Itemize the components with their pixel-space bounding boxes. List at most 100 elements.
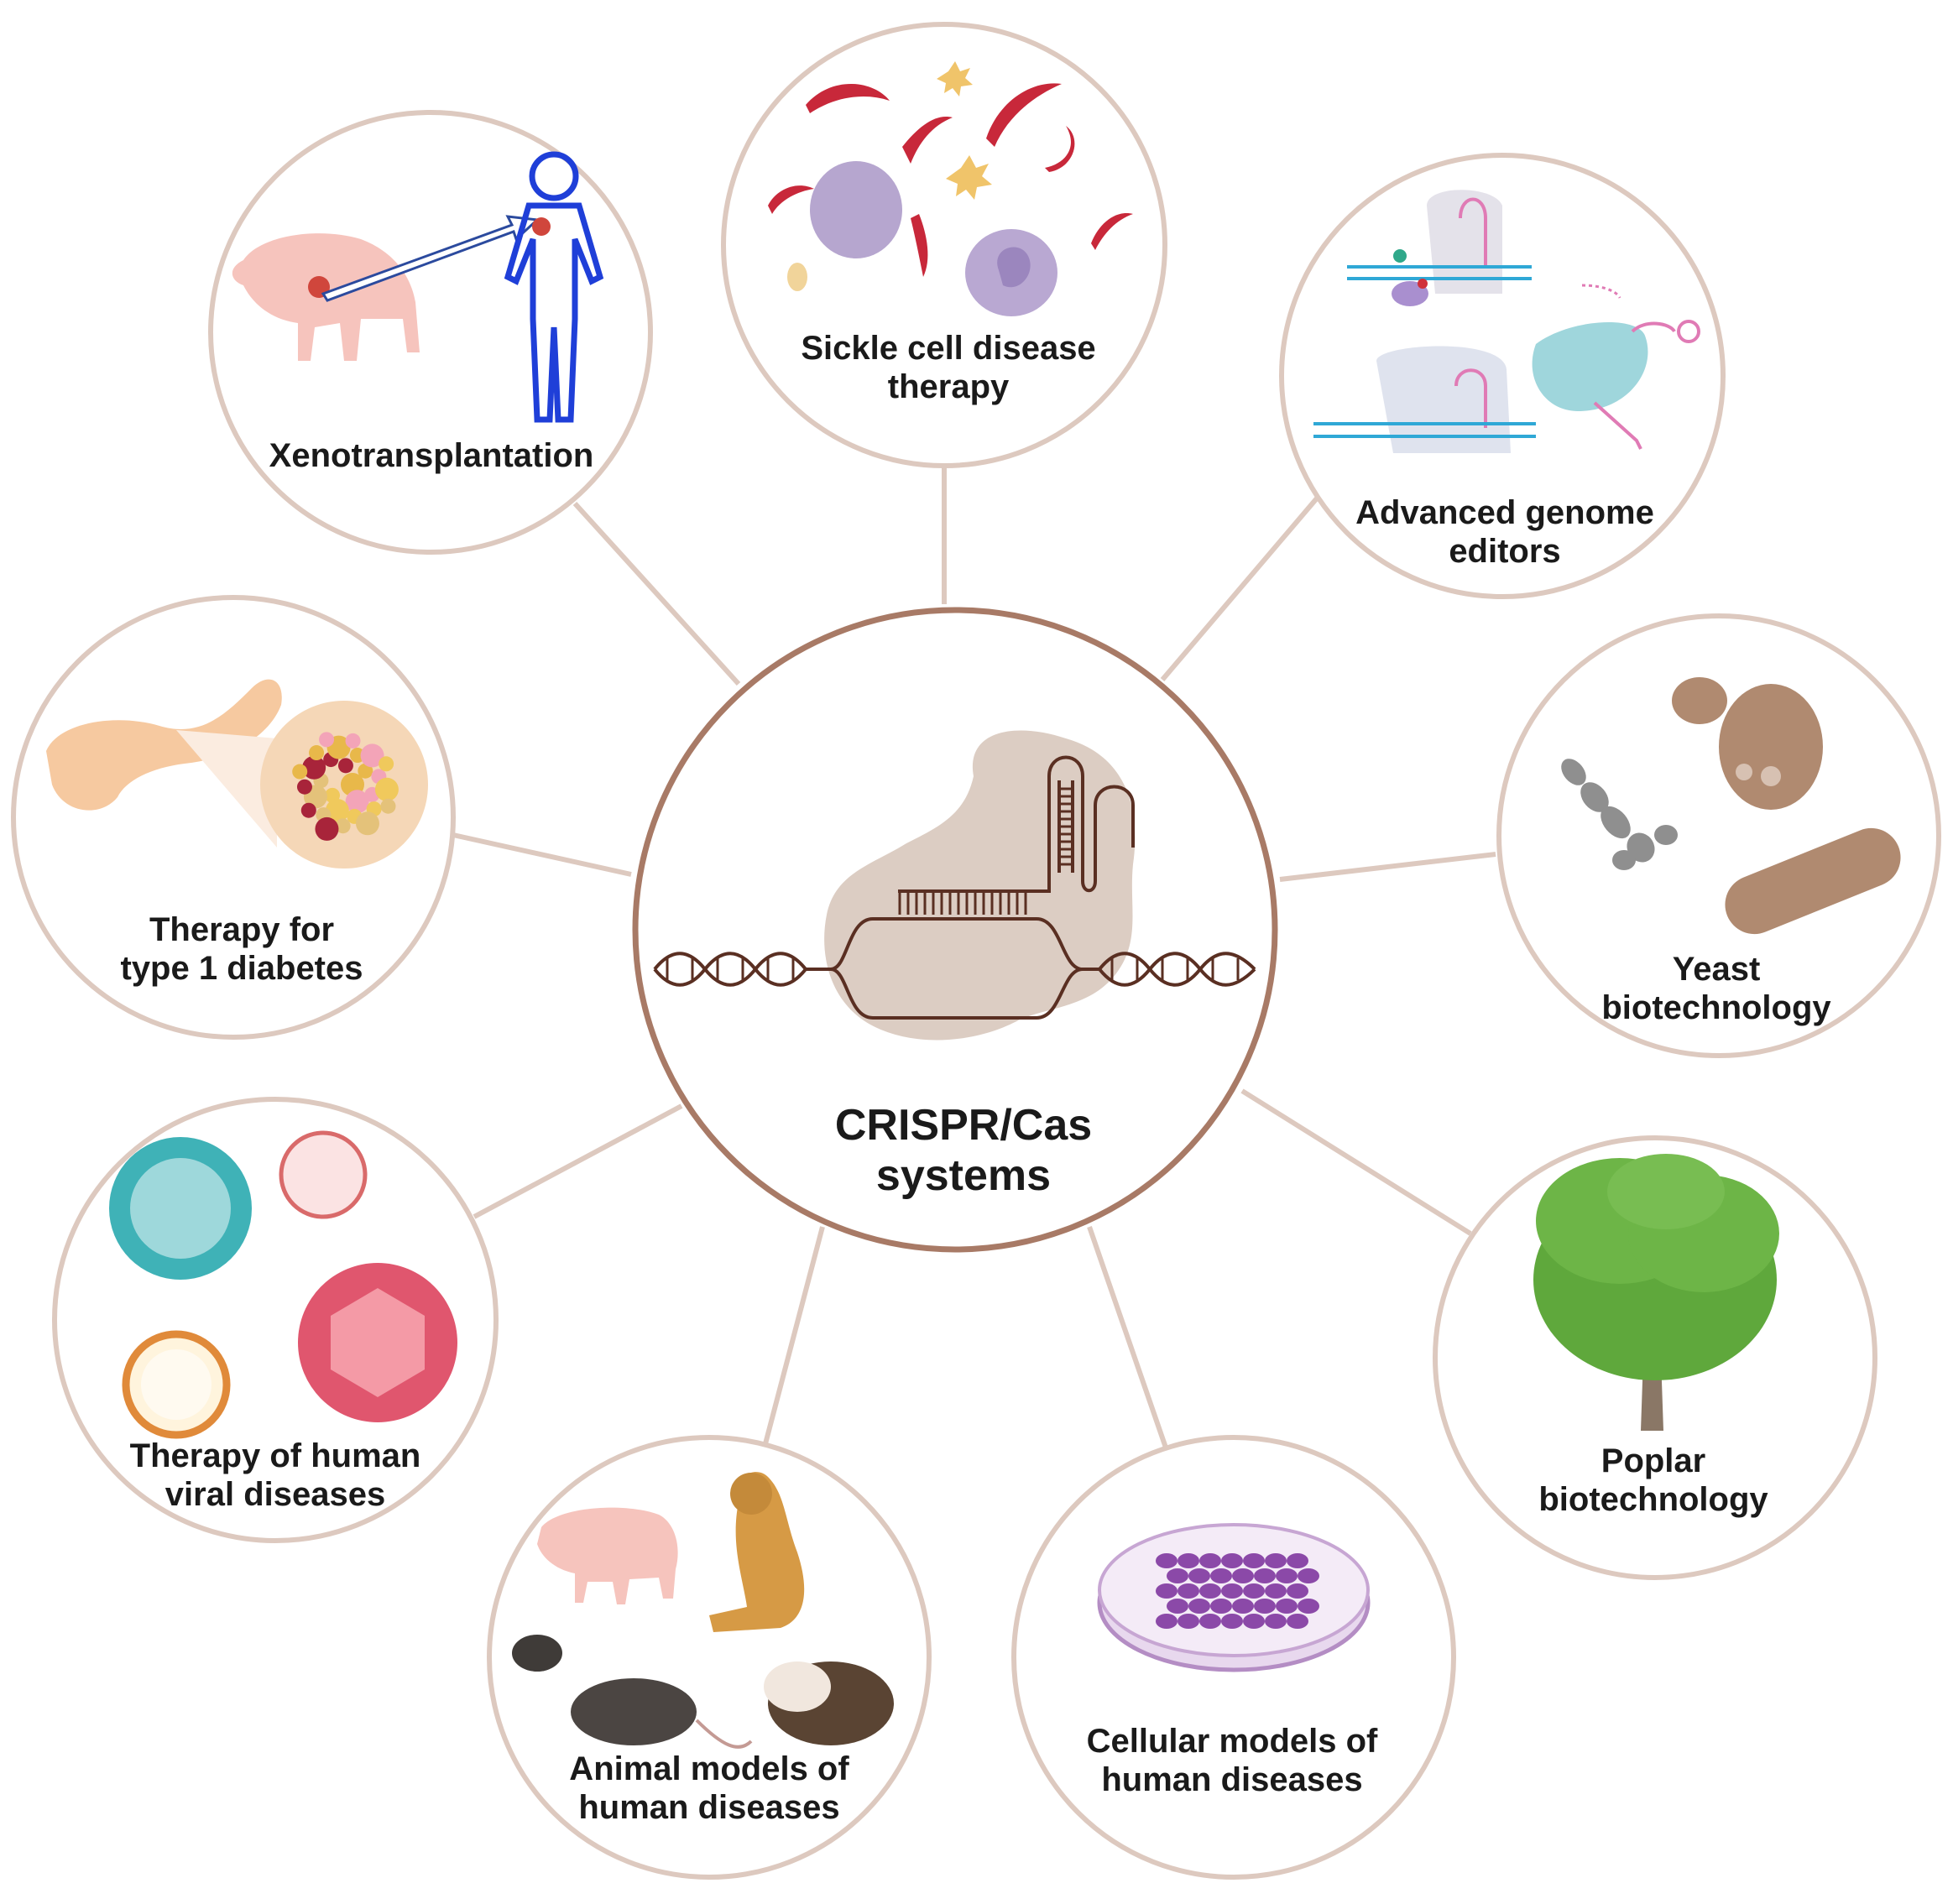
islet-cell [345,733,361,749]
cultured-cell [1178,1583,1199,1599]
cas-protein-dna-icon [653,730,1256,1041]
center-title: CRISPR/Cas systems [835,1101,1092,1202]
label-sickle: Sickle cell disease therapy [801,329,1095,406]
cultured-cell [1156,1583,1178,1599]
label-sickle-line2: therapy [887,368,1010,405]
label-xeno-line1: Xenotransplantation [269,437,594,474]
label-yeast-line1: Yeast [1672,951,1761,988]
cas-protein-shape [824,730,1136,1041]
cultured-cell [1210,1568,1232,1583]
label-cellular-line1: Cellular models of [1086,1723,1378,1760]
cultured-cell [1243,1614,1265,1629]
label-viral: Therapy of human viral diseases [130,1437,421,1514]
label-editors-line1: Advanced genome [1355,494,1654,531]
ring-yeast [1496,613,1941,1058]
cultured-cell [1199,1614,1221,1629]
cultured-cell [1210,1599,1232,1614]
label-poplar-line1: Poplar [1601,1442,1706,1479]
cultured-cell [1287,1553,1308,1568]
connector-cellular [1087,1226,1169,1451]
cultured-cell [1276,1599,1298,1614]
tree-icon [1533,1154,1779,1431]
cultured-cell [1167,1568,1188,1583]
islet-cell [302,755,326,780]
islet-cell [374,777,399,801]
connector-diabetes [452,832,632,877]
model-animals-icon [512,1472,894,1749]
cultured-cell [1156,1614,1178,1629]
center-title-line2: systems [875,1150,1052,1200]
connector-yeast [1279,852,1496,882]
cultured-cell [1221,1614,1243,1629]
connector-viral [473,1103,683,1219]
label-editors-line2: editors [1449,533,1561,570]
cultured-cell [1265,1553,1287,1568]
genome-editor-complexes-icon [1313,190,1700,453]
cultured-cell [1199,1583,1221,1599]
connector-animal [761,1226,825,1451]
ring-sickle [721,22,1167,468]
virus-particles-icon [109,1130,457,1439]
label-diabetes-line2: type 1 diabetes [120,950,363,987]
islet-cell [355,811,379,836]
pancreas-islet-icon [46,679,428,869]
cultured-cell [1254,1568,1276,1583]
connector-xeno [572,501,741,686]
cultured-cell [1232,1599,1254,1614]
label-animal-line1: Animal models of [569,1750,849,1787]
cultured-cell [1199,1553,1221,1568]
label-viral-line2: viral diseases [164,1476,386,1513]
cultured-cell [1178,1553,1199,1568]
cultured-cell [1188,1599,1210,1614]
cultured-cell [1221,1583,1243,1599]
label-viral-line1: Therapy of human [129,1437,421,1474]
islet-cell [337,758,353,774]
islet-cell [360,743,384,768]
cultured-cell [1178,1614,1199,1629]
islet-cell [315,816,339,841]
islet-cell [292,764,308,780]
connector-poplar [1240,1088,1472,1236]
cultured-cell [1221,1553,1243,1568]
cultured-cell [1243,1553,1265,1568]
label-xeno: Xenotransplantation [269,436,594,475]
connector-editors [1160,481,1333,681]
islet-cells [292,732,399,841]
cultured-cell [1265,1614,1287,1629]
label-sickle-line1: Sickle cell disease [801,330,1096,367]
pig-to-human-icon [232,151,604,423]
label-yeast: Yeast biotechnology [1601,950,1830,1027]
connectors [452,457,1496,1451]
islet-cell [335,818,351,834]
cultured-cell [1265,1583,1287,1599]
dna-strands [653,755,1256,1020]
label-poplar: Poplar biotechnology [1538,1442,1768,1519]
cultured-cell [1188,1568,1210,1583]
cultured-cell [1167,1599,1188,1614]
cultured-cell [1232,1568,1254,1583]
cultured-cell [1298,1599,1319,1614]
ring-xeno [208,110,653,555]
sickle-cells-icon [768,61,1133,316]
cultured-cell [1243,1583,1265,1599]
yeast-cells-icon [1561,677,1901,935]
label-yeast-line2: biotechnology [1601,989,1831,1026]
base-pair-rungs [666,787,1240,980]
islet-cell [345,790,369,814]
islet-cell [325,798,349,822]
cultured-cell [1276,1568,1298,1583]
label-cellular-line2: human diseases [1101,1761,1363,1798]
cultured-cells [1156,1553,1319,1629]
label-cellular: Cellular models of human diseases [1087,1722,1378,1799]
islet-cell [358,763,373,779]
cultured-cell [1254,1599,1276,1614]
label-animal-line2: human diseases [578,1789,840,1826]
label-animal: Animal models of human diseases [569,1750,849,1827]
label-diabetes-line1: Therapy for [149,911,335,948]
cultured-cell [1156,1553,1178,1568]
label-diabetes: Therapy for type 1 diabetes [120,910,363,988]
label-editors: Advanced genome editors [1355,493,1654,571]
islet-cell [380,798,396,814]
